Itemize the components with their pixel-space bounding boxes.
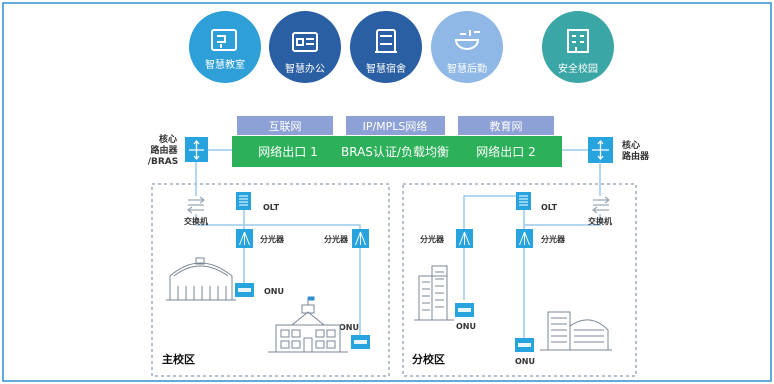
right-router-label-line1: 核心 (622, 139, 640, 151)
branch-fiber-lines (463, 162, 601, 338)
left-router-label-line1: 核心 (159, 133, 177, 145)
branch-onu-b: ONU (515, 338, 535, 366)
branch-switch: 交换机 (588, 196, 612, 226)
main-onu-b: ONU (339, 323, 370, 349)
main-onu-a-label: ONU (264, 287, 284, 296)
branch-onu-a-label: ONU (456, 322, 476, 331)
left-core-router: 核心 路由器 /BRAS (148, 133, 208, 167)
branch-splitter-a-label: 分光器 (420, 234, 445, 244)
branch-switch-label: 交换机 (588, 216, 612, 226)
tab-ip-mpls-label: IP/MPLS网络 (363, 119, 428, 133)
main-campus: 交换机 OLT 分光器 分光器 ONU (151, 162, 390, 377)
branch-campus-title: 分校区 (412, 352, 445, 366)
dormitory-icon (375, 29, 397, 53)
branch-campus: 交换机 OLT 分光器 分光器 ONU (402, 162, 637, 377)
gateway-rect (232, 136, 562, 167)
service-circle (350, 11, 422, 83)
main-splitter-b-label: 分光器 (324, 234, 349, 244)
service-circle (542, 11, 614, 83)
main-onu-b-label: ONU (339, 323, 359, 332)
left-router-label-line2: 路由器 (150, 144, 178, 156)
train-station-building-icon (166, 257, 236, 301)
gateway-exit-2: 网络出口 2 (476, 144, 535, 159)
service-safe-campus: 安全校园 (542, 11, 614, 83)
tab-internet (237, 116, 333, 135)
branch-splitter-b-label: 分光器 (541, 234, 566, 244)
service-label: 智慧教室 (205, 58, 245, 71)
main-switch-label: 交换机 (184, 216, 208, 226)
service-label: 安全校园 (558, 62, 598, 75)
left-router-label-line3: /BRAS (148, 157, 179, 167)
office-icon (292, 32, 318, 52)
main-splitter-b: 分光器 (324, 229, 369, 248)
service-circle (269, 11, 341, 83)
service-label: 智慧后勤 (447, 62, 487, 75)
main-switch: 交换机 (184, 196, 208, 226)
main-onu-a: ONU (235, 283, 284, 297)
service-bar: 智慧教室 智慧办公 智慧宿舍 智慧后勤 (189, 11, 614, 83)
network-tabs: 互联网 IP/MPLS网络 教育网 (237, 116, 554, 135)
modern-building-icon (540, 311, 612, 351)
service-circle (189, 11, 261, 83)
service-smart-logistics: 智慧后勤 (431, 11, 503, 83)
main-fiber-lines (195, 162, 361, 338)
classroom-icon (211, 29, 237, 51)
logistics-icon (454, 30, 480, 50)
tab-internet-label: 互联网 (269, 120, 302, 133)
right-core-router: 核心 路由器 (588, 137, 650, 163)
gateway-bar: 网络出口 1 BRAS认证/负载均衡 网络出口 2 (232, 136, 562, 167)
main-campus-title: 主校区 (162, 352, 195, 366)
main-olt: OLT (236, 192, 280, 212)
service-smart-classroom: 智慧教室 (189, 11, 261, 83)
olt-icon (236, 192, 251, 210)
service-label: 智慧宿舍 (366, 62, 406, 75)
service-smart-dormitory: 智慧宿舍 (350, 11, 422, 83)
switch-icon (187, 196, 205, 214)
gateway-exit-1: 网络出口 1 (258, 144, 317, 159)
right-router-label-line2: 路由器 (622, 150, 650, 162)
school-building-icon (268, 296, 348, 353)
branch-splitter-b: 分光器 (516, 229, 566, 248)
tab-education-label: 教育网 (490, 119, 523, 133)
switch-icon (592, 196, 610, 214)
main-olt-label: OLT (263, 203, 280, 212)
branch-olt-label: OLT (541, 203, 558, 212)
tab-ip-mpls (346, 116, 445, 135)
service-smart-office: 智慧办公 (269, 11, 341, 83)
olt-icon (516, 192, 531, 210)
service-label: 智慧办公 (285, 62, 325, 75)
tab-education (458, 116, 554, 135)
main-splitter-a: 分光器 (236, 229, 285, 248)
gateway-auth: BRAS认证/负载均衡 (341, 145, 449, 159)
main-splitter-a-label: 分光器 (260, 234, 285, 244)
campus-security-icon (567, 29, 589, 53)
branch-olt: OLT (516, 192, 558, 212)
branch-onu-a: ONU (455, 303, 476, 331)
office-tower-building-icon (414, 265, 454, 321)
service-circle (431, 11, 503, 83)
branch-splitter-a: 分光器 (420, 229, 473, 248)
branch-onu-b-label: ONU (515, 357, 535, 366)
branch-campus-border (402, 183, 637, 377)
main-campus-border (151, 183, 390, 377)
